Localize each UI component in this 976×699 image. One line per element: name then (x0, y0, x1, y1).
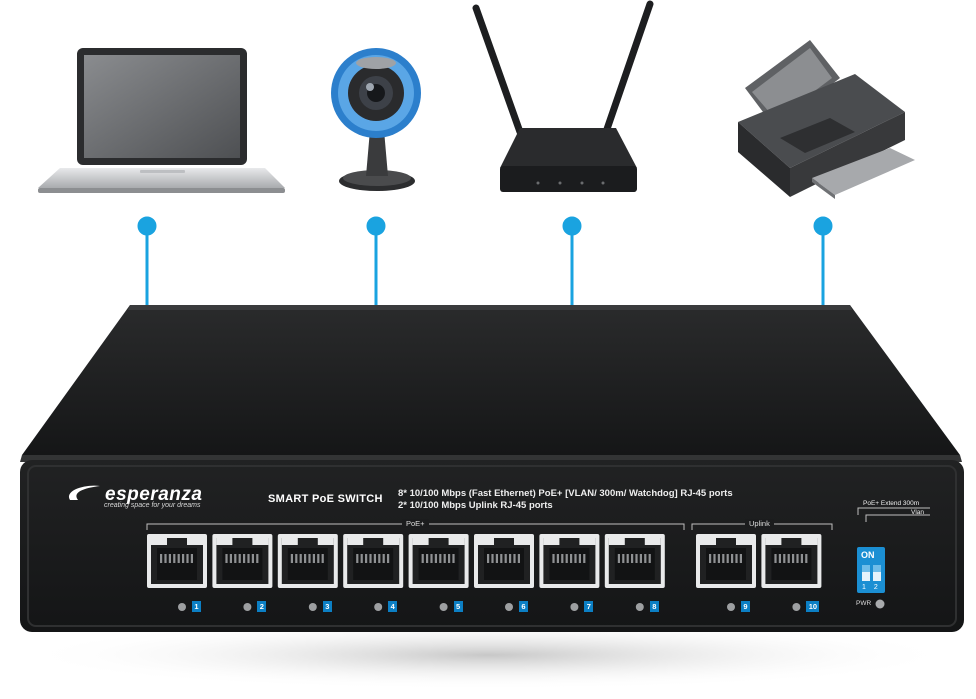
router-icon (472, 0, 654, 192)
uplink-group-label: Uplink (745, 519, 774, 528)
rj45-port-10[interactable] (761, 534, 822, 588)
rj45-port-6[interactable] (474, 534, 534, 588)
port-led-6 (505, 603, 513, 611)
port-number-2: 2 (257, 601, 267, 612)
port-led-9 (727, 603, 735, 611)
port-number-8: 8 (649, 601, 659, 612)
rj45-port-3[interactable] (277, 534, 338, 588)
port-number-4: 4 (388, 601, 398, 612)
port-number-6: 6 (519, 601, 528, 612)
port-led-3 (308, 603, 317, 611)
port-led-1 (178, 603, 186, 611)
port-number-3: 3 (322, 601, 332, 612)
webcam-icon (331, 48, 421, 191)
dip-on-label: ON (861, 550, 875, 560)
spec-line-2: 2* 10/100 Mbps Uplink RJ-45 ports (398, 500, 553, 511)
laptop-icon (38, 48, 285, 193)
port-number-9: 9 (741, 601, 750, 612)
rj45-port-5[interactable] (408, 534, 469, 588)
rj45-port-2[interactable] (212, 534, 273, 588)
brand-tagline: creating space for your dreams (104, 502, 201, 509)
connection-lines (137, 216, 833, 305)
port-led-8 (635, 603, 644, 611)
dip-label-extend: PoE+ Extend 300m (863, 500, 920, 507)
dip-numbers: 1 2 (862, 584, 881, 591)
printer-icon (738, 40, 915, 199)
rj45-port-8[interactable] (604, 534, 665, 588)
port-led-5 (439, 603, 448, 611)
port-number-1: 1 (192, 601, 201, 612)
product-title: SMART PoE SWITCH (268, 493, 383, 505)
spec-line-1: 8* 10/100 Mbps (Fast Ethernet) PoE+ [VLA… (398, 488, 733, 499)
port-led-7 (570, 603, 579, 611)
logo-swoosh (68, 485, 100, 500)
floor-shadow (18, 620, 958, 690)
rj45-port-9[interactable] (696, 534, 756, 588)
port-number-5: 5 (453, 601, 463, 612)
port-led-4 (374, 603, 383, 611)
brand-logo: esperanza (105, 484, 203, 505)
rj45-port-1[interactable] (147, 534, 207, 588)
port-number-7: 7 (584, 601, 594, 612)
dip-switch[interactable] (857, 547, 885, 593)
port-led-10 (792, 603, 801, 611)
rj45-port-7[interactable] (539, 534, 600, 588)
power-label: PWR (856, 600, 872, 607)
power-led (875, 599, 885, 609)
poe-group-label: PoE+ (402, 519, 429, 528)
port-led-2 (243, 603, 252, 611)
rj45-port-4[interactable] (343, 534, 404, 588)
ports-layer (147, 534, 822, 611)
port-number-10: 10 (806, 601, 820, 612)
dip-label-vlan: Vlan (911, 509, 925, 516)
